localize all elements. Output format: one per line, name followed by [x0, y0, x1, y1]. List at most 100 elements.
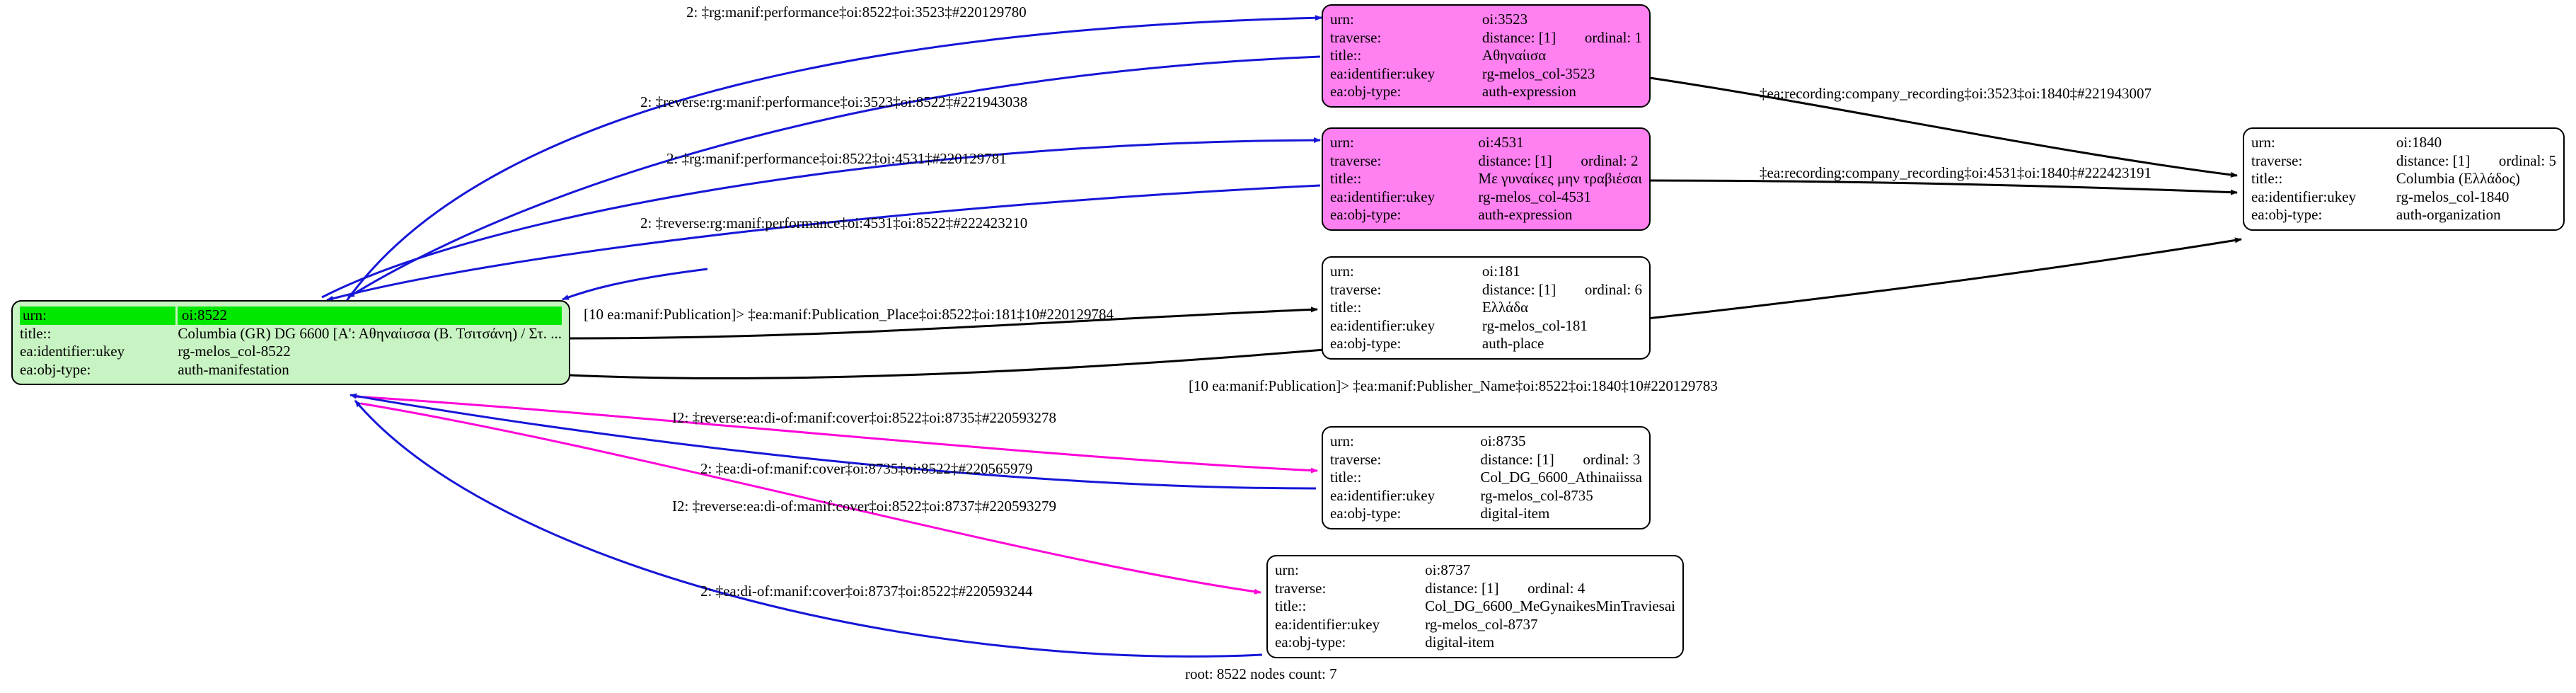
node-row: ea:obj-type: auth-place	[1330, 335, 1642, 353]
edge-label-8522-to-181: [10 ea:manif:Publication]> ‡ea:manif:Pub…	[584, 306, 1114, 323]
row-value: oi:8737	[1425, 561, 1471, 578]
row-key: ea:obj-type:	[1330, 206, 1402, 224]
node-row: ea:identifier:ukey rg-melos_col-3523	[1330, 65, 1642, 84]
row-key: traverse:	[1275, 579, 1327, 597]
edge-3523-to-8522	[347, 55, 1321, 299]
node-3523[interactable]: urn: oi:3523 traverse: distance: [1]ordi…	[1322, 4, 1651, 108]
node-row: ea:obj-type: auth-expression	[1330, 83, 1642, 101]
node-8522[interactable]: urn: oi:8522 title:: Columbia (GR) DG 66…	[11, 300, 570, 386]
edge-label-3523-to-8522: 2: ‡reverse:rg:manif:performance‡oi:3523…	[640, 93, 1028, 110]
row-value: auth-expression	[1478, 206, 1573, 224]
node-181[interactable]: urn: oi:181 traverse: distance: [1]ordin…	[1322, 256, 1651, 360]
traverse-distance: distance: [1]	[1482, 280, 1556, 298]
traverse-distance: distance: [1]	[1425, 579, 1499, 597]
node-row: urn: oi:8522	[20, 307, 562, 325]
node-row: urn: oi:8735	[1330, 433, 1642, 451]
node-row: ea:identifier:ukey rg-melos_col-8522	[20, 343, 562, 361]
graph-caption: root: 8522 nodes count: 7	[1185, 665, 1337, 682]
row-key: ea:obj-type:	[1330, 83, 1402, 101]
traverse-distance: distance: [1]	[1478, 151, 1552, 169]
node-row: title:: Ελλάδα	[1330, 299, 1642, 317]
edge-181-to-8522	[562, 268, 708, 301]
node-row: title:: Columbia (Ελλάδος)	[2251, 170, 2556, 188]
row-key: ea:obj-type:	[1330, 335, 1402, 353]
row-value: auth-place	[1482, 335, 1544, 353]
row-value: digital-item	[1425, 634, 1495, 651]
row-key: ea:identifier:ukey	[1330, 316, 1436, 334]
row-key: title::	[1330, 170, 1362, 188]
edge-label-8522-to-1840: [10 ea:manif:Publication]> ‡ea:manif:Pub…	[1189, 377, 1718, 394]
node-row: traverse: distance: [1]ordinal: 3	[1330, 451, 1642, 469]
edge-8737-to-8522	[354, 400, 1263, 658]
edge-4531-to-8522	[326, 184, 1321, 302]
row-value: oi:8735	[1480, 433, 1526, 449]
row-key: ea:obj-type:	[2251, 206, 2323, 224]
row-key: urn:	[2251, 134, 2275, 151]
row-value: Ελλάδα	[1482, 299, 1529, 316]
row-value: distance: [1]ordinal: 6	[1481, 281, 1642, 299]
row-key: title::	[1330, 469, 1362, 486]
node-row: ea:obj-type: auth-expression	[1330, 206, 1642, 224]
row-key: title::	[2251, 170, 2283, 188]
row-key: title::	[20, 324, 52, 342]
row-value: rg-melos_col-4531	[1478, 188, 1591, 205]
row-value: rg-melos_col-181	[1482, 316, 1588, 334]
row-value: distance: [1]ordinal: 5	[2395, 152, 2556, 171]
row-key: traverse:	[1330, 151, 1382, 169]
traverse-distance: distance: [1]	[1480, 450, 1554, 468]
node-row: traverse: distance: [1]ordinal: 4	[1275, 580, 1675, 598]
row-value: Col_DG_6600_MeGynaikesMinTraviesai	[1425, 597, 1675, 615]
row-key: ea:identifier:ukey	[1330, 486, 1436, 504]
row-value: rg-melos_col-3523	[1482, 64, 1595, 82]
node-row: traverse: distance: [1]ordinal: 2	[1330, 152, 1642, 171]
node-row: traverse: distance: [1]ordinal: 5	[2251, 152, 2556, 171]
row-value: rg-melos_col-8735	[1480, 486, 1593, 504]
node-row: title:: Αθηναίισα	[1330, 47, 1642, 65]
edge-label-3523-to-1840: ‡ea:recording:company_recording‡oi:3523‡…	[1760, 85, 2152, 102]
node-row: title:: Col_DG_6600_Athinaiissa	[1330, 469, 1642, 487]
row-value: distance: [1]ordinal: 2	[1477, 152, 1642, 171]
traverse-ordinal: ordinal: 1	[1584, 28, 1642, 46]
edge-label-8522-to-3523: 2: ‡rg:manif:performance‡oi:8522‡oi:3523…	[686, 4, 1027, 21]
row-value: Με γυναίκες μην τραβιέσαι	[1478, 170, 1642, 188]
node-row: ea:identifier:ukey rg-melos_col-8735	[1330, 487, 1642, 505]
row-key: ea:obj-type:	[20, 360, 91, 378]
node-row: urn: oi:181	[1330, 263, 1642, 281]
row-value: Col_DG_6600_Athinaiissa	[1480, 469, 1642, 486]
row-value: rg-melos_col-8737	[1425, 615, 1538, 633]
node-row: urn: oi:3523	[1330, 11, 1642, 29]
row-key: ea:identifier:ukey	[1330, 64, 1436, 82]
node-1840[interactable]: urn: oi:1840 traverse: distance: [1]ordi…	[2243, 127, 2565, 231]
row-value: distance: [1]ordinal: 4	[1423, 580, 1675, 598]
row-key: urn:	[1330, 263, 1354, 280]
row-key: urn:	[1330, 134, 1354, 151]
node-row: ea:obj-type: auth-manifestation	[20, 361, 562, 379]
traverse-ordinal: ordinal: 5	[2498, 151, 2556, 169]
row-key: ea:identifier:ukey	[1275, 615, 1380, 633]
node-row: traverse: distance: [1]ordinal: 6	[1330, 281, 1642, 299]
node-row: urn: oi:1840	[2251, 134, 2556, 152]
edge-4531-to-1840	[1649, 179, 2238, 195]
node-row: urn: oi:8737	[1275, 561, 1675, 580]
edge-label-8735-to-8522: 2: ‡ea:di-of:manif:cover‡oi:8735‡oi:8522…	[700, 460, 1033, 477]
node-row: ea:obj-type: digital-item	[1275, 634, 1675, 652]
node-row: ea:identifier:ukey rg-melos_col-4531	[1330, 188, 1642, 207]
row-key: ea:obj-type:	[1275, 634, 1346, 651]
node-row: ea:identifier:ukey rg-melos_col-181	[1330, 317, 1642, 336]
node-8735[interactable]: urn: oi:8735 traverse: distance: [1]ordi…	[1322, 426, 1651, 529]
row-key: ea:obj-type:	[1330, 505, 1402, 522]
node-row: title:: Col_DG_6600_MeGynaikesMinTravies…	[1275, 597, 1675, 616]
row-key: ea:identifier:ukey	[2251, 188, 2357, 205]
edge-label-8522-to-8737: I2: ‡reverse:ea:di-of:manif:cover‡oi:852…	[672, 498, 1056, 515]
edge-label-8737-to-8522: 2: ‡ea:di-of:manif:cover‡oi:8737‡oi:8522…	[700, 583, 1033, 600]
row-key: urn:	[1330, 11, 1354, 28]
node-row: title:: Με γυναίκες μην τραβιέσαι	[1330, 170, 1642, 188]
edge-label-4531-to-8522: 2: ‡reverse:rg:manif:performance‡oi:4531…	[640, 214, 1028, 231]
node-4531[interactable]: urn: oi:4531 traverse: distance: [1]ordi…	[1322, 127, 1651, 231]
row-key: ea:identifier:ukey	[1330, 188, 1436, 205]
row-key: urn:	[20, 307, 178, 325]
node-8737[interactable]: urn: oi:8737 traverse: distance: [1]ordi…	[1266, 555, 1684, 658]
traverse-ordinal: ordinal: 3	[1583, 450, 1641, 468]
node-row: urn: oi:4531	[1330, 134, 1642, 152]
